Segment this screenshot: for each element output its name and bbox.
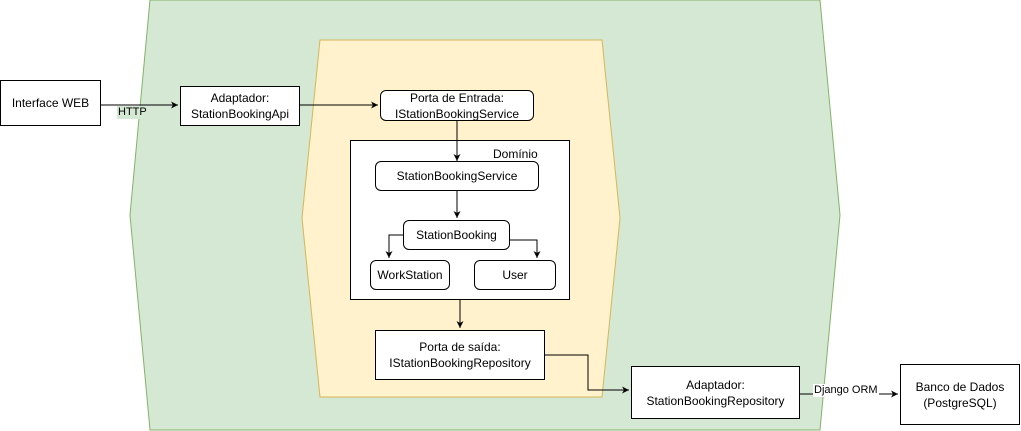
adapter-repo-line1: Adaptador: (686, 377, 745, 392)
output-port-line2: IStationBookingRepository (389, 356, 531, 370)
interface-web-node: Interface WEB (0, 80, 101, 126)
interface-web-label: Interface WEB (11, 96, 90, 110)
output-port-line1: Porta de saída: (419, 340, 501, 354)
database-line1: Banco de Dados (915, 379, 1005, 394)
domain-label: Domínio (493, 147, 538, 161)
edge-stationbooking-to-workstation (385, 234, 403, 258)
workstation-node: WorkStation (370, 260, 450, 290)
user-node: User (474, 260, 556, 290)
station-booking-node: StationBooking (403, 220, 510, 250)
adapter-repo-line2: StationBookingRepository (646, 393, 785, 408)
edge-stationbooking-to-user (510, 239, 541, 258)
adapter-repo-node: Adaptador: StationBookingRepository (631, 366, 800, 419)
input-port-line1: Porta de Entrada: (409, 90, 505, 105)
edge-label-http: HTTP (117, 106, 148, 119)
input-port-node: Porta de Entrada: IStationBookingService (380, 90, 534, 121)
database-line2: (PostgreSQL) (923, 395, 997, 410)
service-node: StationBookingService (375, 161, 539, 191)
edge-output-port-to-adapter-repo (545, 354, 629, 394)
output-port-node: Porta de saída: IStationBookingRepositor… (375, 330, 545, 380)
edge-label-django-orm: Django ORM (813, 384, 879, 397)
adapter-api-line2: StationBookingApi (190, 107, 290, 121)
workstation-label: WorkStation (377, 268, 443, 282)
database-node: Banco de Dados (PostgreSQL) (900, 364, 1020, 425)
adapter-api-line1: Adaptador: (210, 91, 270, 105)
station-booking-label: StationBooking (416, 228, 497, 242)
user-label: User (502, 268, 528, 282)
input-port-line2: IStationBookingService (394, 106, 520, 121)
service-label: StationBookingService (396, 169, 518, 183)
adapter-api-node: Adaptador: StationBookingApi (180, 86, 300, 126)
